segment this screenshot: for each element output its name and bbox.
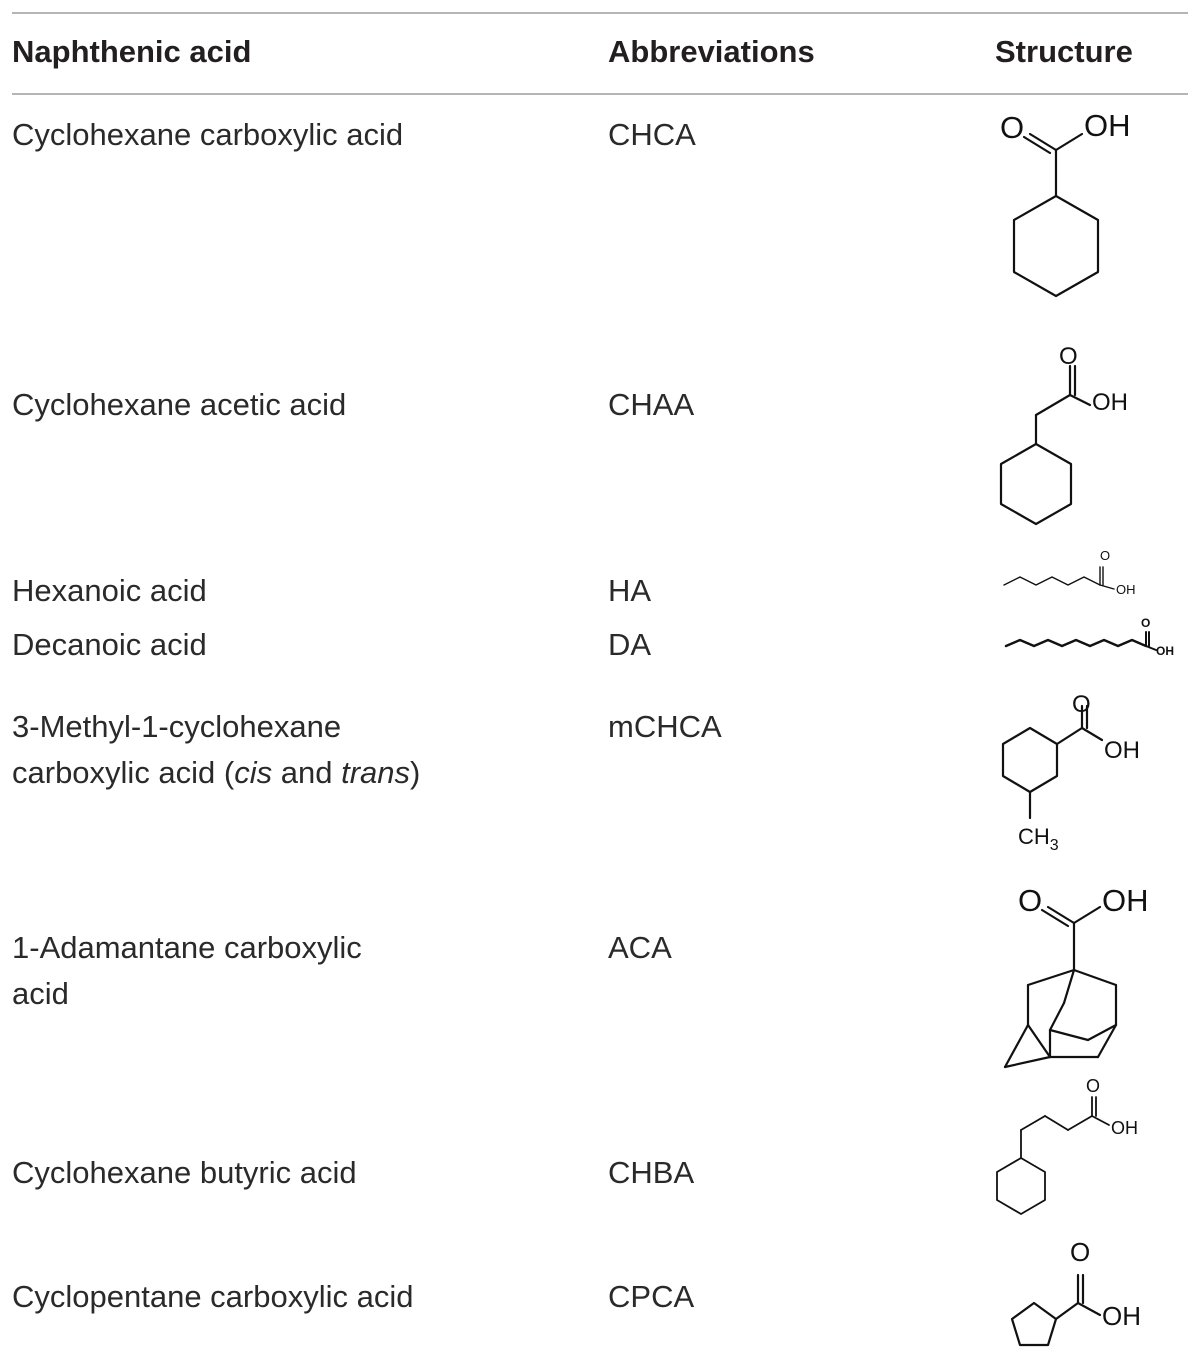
svg-text:OH: OH (1156, 644, 1174, 658)
row-name: Cyclohexane butyric acid (12, 1155, 357, 1190)
cyclohexane-acetic-acid-structure-icon: O OH (999, 343, 1128, 526)
row-name-line1: 3-Methyl-1-cyclohexane (12, 709, 342, 744)
hexanoic-acid-structure-icon: O OH (1003, 548, 1136, 597)
methyl-cyclohexane-carboxylic-acid-structure-icon: O OH CH3 (1001, 691, 1140, 854)
row-abbreviation: CHBA (608, 1155, 695, 1190)
adamantane-carboxylic-acid-structure-icon: O OH (1003, 883, 1149, 1069)
header-abbreviations: Abbreviations (608, 34, 815, 69)
svg-text:O: O (1018, 883, 1042, 918)
svg-text:O: O (1100, 548, 1110, 563)
cyclopentane-carboxylic-acid-structure-icon: O OH (1010, 1237, 1141, 1347)
row-abbreviation: HA (608, 573, 652, 608)
svg-text:O: O (1000, 110, 1024, 145)
header-naphthenic-acid: Naphthenic acid (12, 34, 252, 69)
svg-text:OH: OH (1102, 1301, 1141, 1331)
svg-text:OH: OH (1104, 737, 1140, 764)
svg-text:O: O (1059, 343, 1078, 370)
svg-text:O: O (1072, 691, 1091, 718)
row-name-line2: carboxylic acid (cis and trans) (12, 755, 421, 790)
svg-text:OH: OH (1111, 1118, 1138, 1138)
row-name: Cyclohexane carboxylic acid (12, 117, 404, 152)
row-name: Cyclohexane acetic acid (12, 387, 347, 422)
row-name: Hexanoic acid (12, 573, 207, 608)
row-abbreviation: CHAA (608, 387, 695, 422)
row-abbreviation: ACA (608, 930, 672, 965)
svg-text:O: O (1086, 1076, 1100, 1096)
row-name: Decanoic acid (12, 627, 207, 662)
row-name-line1: 1-Adamantane carboxylic (12, 930, 362, 965)
svg-text:CH3: CH3 (1018, 824, 1059, 854)
header-structure: Structure (995, 34, 1133, 69)
row-name-line2: acid (12, 976, 69, 1011)
svg-text:O: O (1070, 1237, 1090, 1267)
svg-text:OH: OH (1102, 883, 1149, 918)
row-abbreviation: CPCA (608, 1279, 695, 1314)
cyclohexane-butyric-acid-structure-icon: O OH (996, 1076, 1138, 1215)
row-abbreviation: DA (608, 627, 652, 662)
svg-text:OH: OH (1084, 108, 1131, 143)
row-abbreviation: CHCA (608, 117, 696, 152)
svg-text:OH: OH (1092, 389, 1128, 416)
row-abbreviation: mCHCA (608, 709, 722, 744)
svg-text:O: O (1141, 616, 1150, 630)
table-top-rule (12, 12, 1188, 14)
svg-text:OH: OH (1116, 582, 1136, 597)
row-name: Cyclopentane carboxylic acid (12, 1279, 414, 1314)
decanoic-acid-structure-icon: O OH (1004, 616, 1174, 658)
cyclohexane-carboxylic-acid-structure-icon: O OH (1000, 108, 1131, 298)
table-header-rule (12, 93, 1188, 95)
